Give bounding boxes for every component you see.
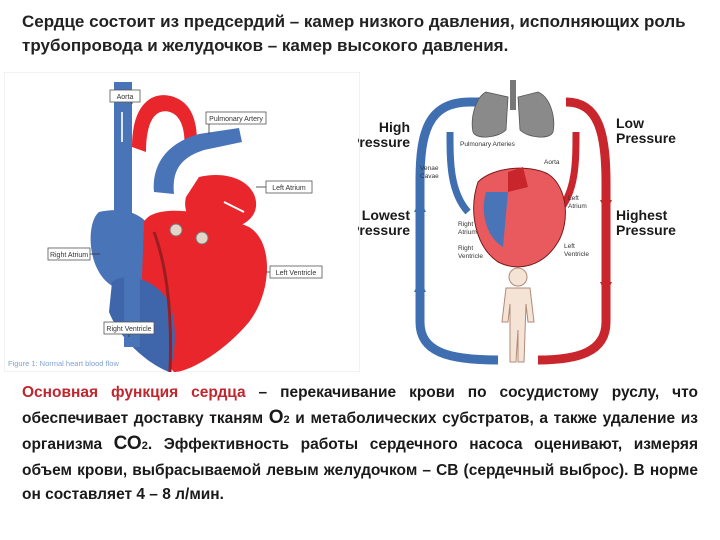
label-right-ventricle-1: Right — [458, 245, 473, 252]
human-figure-icon — [501, 267, 535, 363]
superior-vena-cava — [114, 82, 132, 222]
circulation-diagram: High Pressure Low Pressure Lowest Pressu… — [358, 80, 676, 365]
label-highest-pressure-2: Pressure — [616, 222, 676, 238]
label-right-atrium-1: Right — [458, 221, 473, 228]
label-left-atrium-1: Left — [568, 195, 579, 202]
inferior-vena-cava — [124, 277, 140, 347]
label-pulmonary-artery: Pulmonary Artery — [205, 111, 267, 134]
co2-symbol: СО — [113, 433, 142, 454]
svg-text:Right Ventricle: Right Ventricle — [106, 326, 151, 333]
label-high-pressure-2: Pressure — [358, 134, 410, 150]
svg-text:Right Atrium: Right Atrium — [50, 252, 88, 259]
heart-icon — [473, 167, 566, 268]
label-right-ventricle: Right Ventricle — [103, 321, 155, 337]
o2-subscript: 2 — [283, 413, 290, 426]
label-left-ventricle: Left Ventricle — [266, 265, 323, 279]
label-aorta-right: Aorta — [544, 159, 560, 166]
label-venae: Venae — [420, 165, 439, 172]
main-paragraph: Основная функция сердца – перекачивание … — [22, 381, 698, 508]
valve-icon — [195, 231, 209, 245]
label-highest-pressure-1: Highest — [616, 207, 668, 223]
paragraph-part-1: – перекачивание крови по сосудистому рус… — [22, 384, 699, 427]
label-lowest-pressure-2: Pressure — [358, 222, 410, 238]
label-left-ventricle-1: Left — [564, 243, 575, 250]
highlight-phrase: Основная функция сердца — [22, 384, 246, 401]
aorta-arch — [132, 95, 197, 152]
figure-caption: Figure 1: Normal heart blood flow — [8, 359, 119, 368]
label-right-atrium-2: Atrium — [458, 229, 477, 236]
co2-subscript: 2 — [141, 440, 148, 452]
o2-symbol: О — [268, 406, 284, 428]
vein-loop-left — [415, 97, 471, 322]
right-atrium-shape — [90, 210, 157, 291]
paragraph-part-3: . Эффективность работы сердечного насоса… — [22, 436, 698, 503]
label-high-pressure-1: High — [379, 119, 410, 135]
label-pulmonary-arteries: Pulmonary Arteries — [460, 141, 516, 148]
label-left-atrium: Left Atrium — [256, 180, 313, 194]
label-aorta: Aorta — [109, 89, 141, 104]
lungs-icon — [471, 80, 555, 138]
svg-text:Aorta: Aorta — [117, 94, 134, 101]
svg-text:Left Atrium: Left Atrium — [272, 185, 306, 192]
valve-icon — [169, 223, 183, 237]
pulmonary-artery-shape — [153, 128, 242, 194]
label-right-ventricle-2: Ventricle — [458, 253, 483, 260]
svg-text:Pulmonary Artery: Pulmonary Artery — [209, 116, 263, 123]
label-low-pressure-2: Pressure — [616, 130, 676, 146]
label-right-atrium: Right Atrium — [47, 247, 100, 261]
artery-loop-right — [565, 97, 611, 322]
label-cavae: Cavae — [420, 173, 439, 180]
label-low-pressure-1: Low — [616, 115, 644, 131]
label-left-ventricle-2: Ventricle — [564, 251, 589, 258]
label-left-atrium-2: Atrium — [568, 203, 587, 210]
svg-text:Left Ventricle: Left Ventricle — [276, 270, 317, 277]
heart-anatomy-diagram: Aorta Pulmonary Artery Left Atrium Right… — [4, 72, 360, 372]
slide-title: Сердце состоит из предсердий – камер низ… — [22, 12, 686, 55]
label-lowest-pressure-1: Lowest — [362, 207, 411, 223]
paragraph-part-2: и метаболических субстратов, а также уда… — [22, 409, 698, 454]
